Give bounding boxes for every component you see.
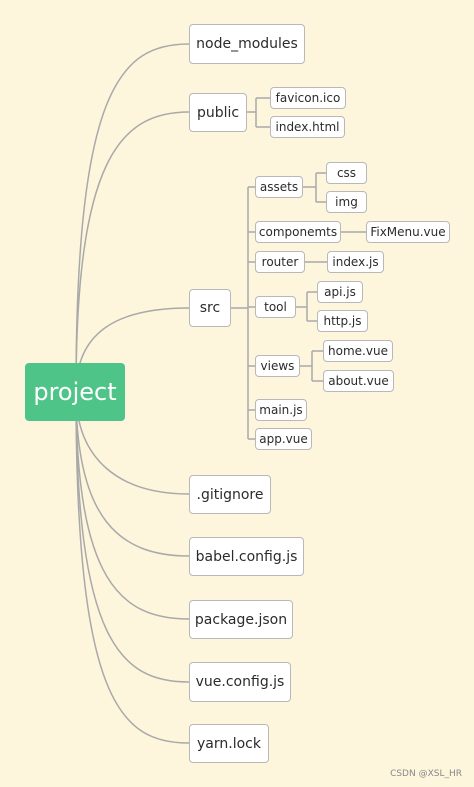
node-api-js: api.js bbox=[317, 281, 363, 303]
connector-vue-config bbox=[75, 391, 190, 683]
node-babel-config: babel.config.js bbox=[189, 537, 304, 576]
node-views: views bbox=[255, 355, 300, 377]
connector-tool-children bbox=[296, 291, 317, 322]
connector-public-children bbox=[243, 97, 270, 128]
connector-src-children bbox=[231, 186, 255, 440]
node-package-json: package.json bbox=[189, 600, 293, 639]
node-src: src bbox=[189, 289, 231, 327]
connector-package-json bbox=[75, 391, 190, 620]
node-img: img bbox=[326, 191, 367, 213]
node-gitignore: .gitignore bbox=[189, 475, 271, 514]
node-node-modules: node_modules bbox=[189, 24, 305, 64]
node-home-vue: home.vue bbox=[323, 340, 393, 362]
node-app-vue: app.vue bbox=[255, 428, 312, 450]
node-vue-config: vue.config.js bbox=[189, 662, 291, 702]
node-about-vue: about.vue bbox=[323, 370, 394, 392]
node-tool: tool bbox=[255, 296, 296, 318]
node-fixmenu: FixMenu.vue bbox=[366, 221, 450, 243]
connector-yarn-lock bbox=[75, 391, 190, 744]
node-main-js: main.js bbox=[255, 399, 307, 421]
node-index-js: index.js bbox=[327, 251, 384, 273]
connector-public bbox=[75, 111, 190, 393]
node-yarn-lock: yarn.lock bbox=[189, 724, 269, 763]
node-index-html: index.html bbox=[270, 116, 345, 138]
node-favicon: favicon.ico bbox=[270, 87, 346, 109]
node-componemts: componemts bbox=[255, 221, 341, 243]
connector-babel-config bbox=[75, 391, 190, 557]
node-router: router bbox=[255, 251, 305, 273]
node-public: public bbox=[189, 93, 247, 132]
connector-views-children bbox=[300, 350, 323, 382]
node-assets: assets bbox=[255, 176, 303, 198]
watermark: CSDN @XSL_HR bbox=[390, 769, 462, 779]
node-css: css bbox=[326, 162, 367, 184]
root-node-project: project bbox=[25, 363, 125, 421]
connector-node-modules bbox=[75, 43, 190, 393]
node-http-js: http.js bbox=[317, 310, 368, 332]
connector-assets-children bbox=[303, 172, 326, 203]
